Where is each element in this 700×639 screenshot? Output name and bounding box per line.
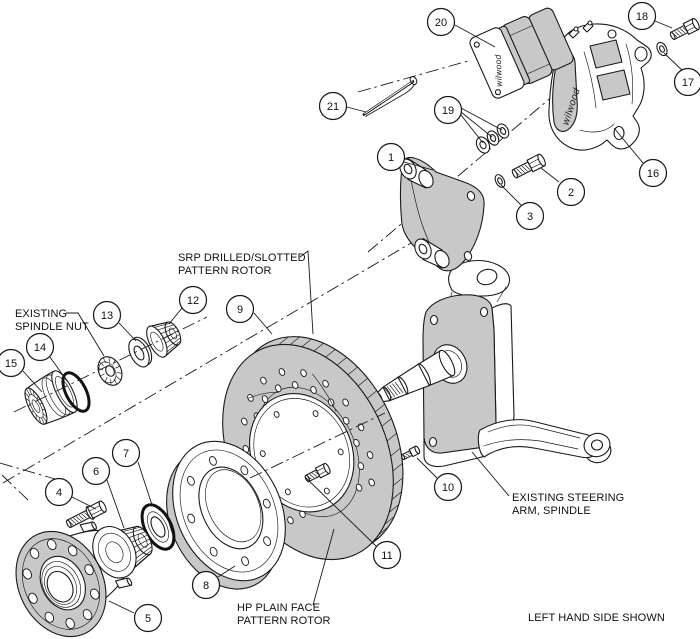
bleed-screw [568,20,617,39]
callout-12: 12 [178,285,208,315]
svg-text:15: 15 [5,358,17,370]
svg-text:17: 17 [682,77,694,89]
label-leaders [66,250,510,606]
svg-text:3: 3 [527,211,533,223]
callout-1: 1 [376,142,406,172]
rotor-hat [166,440,286,590]
callout-6: 6 [81,456,111,486]
callout-10: 10 [433,472,463,502]
svg-text:12: 12 [187,295,199,307]
spindle-washer [128,336,153,368]
center-lines [13,316,386,479]
svg-text:4: 4 [56,487,62,499]
svg-text:8: 8 [203,580,209,592]
callout-21: 21 [318,91,348,121]
label-spindle-nut-line1: EXISTING [15,308,67,320]
svg-text:5: 5 [145,613,151,625]
callout-15: 15 [0,348,26,378]
callout-5: 5 [133,603,163,633]
o-ring [61,371,91,413]
label-hp-rotor-line2: PATTERN ROTOR [237,615,331,627]
svg-text:11: 11 [381,550,392,562]
svg-text:10: 10 [442,482,454,494]
rotor-bolt [304,462,331,483]
cotter-pin [362,76,418,117]
callout-11: 11 [372,540,402,570]
caliper-bolt [669,18,700,40]
svg-text:1: 1 [388,152,394,164]
caliper-washer [656,41,668,57]
svg-text:18: 18 [636,11,648,23]
callout-7: 7 [111,438,141,468]
bracket-washer [494,174,506,188]
brake-caliper: wilwood [548,20,652,151]
spindle-pin [375,349,456,403]
spindle-nut [97,356,123,386]
brake-pads: wilwood [469,7,574,99]
callout-14: 14 [25,332,55,362]
callout-13: 13 [92,300,122,330]
label-srp-rotor-line2: PATTERN ROTOR [178,265,272,277]
svg-text:14: 14 [34,342,46,354]
figure-note: LEFT HAND SIDE SHOWN [528,612,665,624]
svg-text:7: 7 [123,448,129,460]
callout-3: 3 [515,201,545,231]
steering-arm [477,419,612,464]
text-labels: SRP DRILLED/SLOTTED PATTERN ROTOR EXISTI… [15,252,665,627]
callout-2: 2 [556,177,586,207]
callout-20: 20 [426,7,456,37]
callout-16: 16 [638,158,668,188]
callout-17: 17 [673,67,700,97]
svg-text:19: 19 [442,105,454,117]
callout-18: 18 [627,1,657,31]
bracket-bushing [414,237,450,269]
bracket-bolt [511,153,546,179]
hub-bolt [65,500,107,528]
svg-text:21: 21 [327,101,339,113]
wheel-stud [79,521,133,589]
svg-text:20: 20 [435,17,447,29]
svg-text:9: 9 [237,304,243,316]
callout-9: 9 [225,294,255,324]
shim-washers [475,123,510,154]
svg-text:16: 16 [647,168,659,180]
caliper-bracket [399,156,485,272]
callout-19: 19 [433,95,463,125]
label-srp-rotor-line1: SRP DRILLED/SLOTTED [178,252,306,264]
svg-text:2: 2 [568,187,574,199]
callout-8: 8 [191,570,221,600]
callout-4: 4 [44,477,74,507]
svg-text:6: 6 [93,466,99,478]
label-steering-arm-line1: EXISTING STEERING [512,492,624,504]
pad-logo: wilwood [494,53,504,87]
svg-text:13: 13 [101,310,113,322]
label-hp-rotor-line1: HP PLAIN FACE [237,602,320,614]
callout-leaders [22,20,684,614]
label-spindle-nut-line2: SPINDLE NUT [15,321,89,333]
hub [15,521,137,638]
spindle-bolt [400,445,421,461]
label-steering-arm-line2: ARM, SPINDLE [512,505,591,517]
spindle-knuckle [375,259,612,468]
